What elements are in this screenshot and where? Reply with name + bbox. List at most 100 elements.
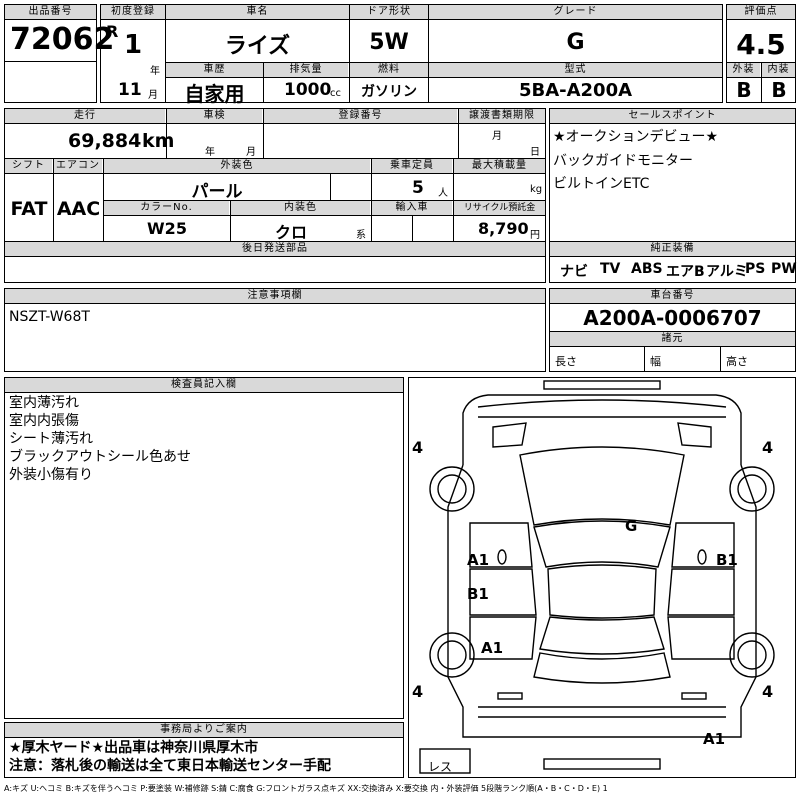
length-label: 長さ (555, 355, 577, 368)
equip-alloy: アルミ (706, 264, 748, 280)
equip-tv: TV (600, 261, 621, 277)
car-diagram (419, 380, 775, 774)
model-type: 5BA-A200A (518, 80, 633, 101)
height-label: 高さ (726, 355, 748, 368)
score: 4.5 (736, 28, 786, 61)
lot-number: 72062 (10, 22, 115, 57)
inspector-note-4: ブラックアウトシール色あせ (9, 449, 191, 465)
grade: G (566, 30, 585, 55)
exterior-score: B (736, 78, 752, 102)
transfer-month-unit: 月 (492, 131, 502, 142)
reg-month: 11 (118, 80, 142, 100)
model-type-header: 型式 (429, 63, 722, 77)
inspector-note-3: シート薄汚れ (9, 431, 93, 447)
aircon: AAC (56, 198, 101, 220)
lot-header: 出品番号 (5, 5, 96, 19)
interior-score: B (771, 78, 787, 102)
capacity: 5 (412, 178, 424, 198)
grade-header: グレード (429, 5, 722, 19)
history: 自家用 (184, 82, 245, 106)
mark-rear-bumper: A1 (703, 730, 726, 748)
month-unit: 月 (148, 90, 158, 101)
max-load-header: 最大積載量 (454, 159, 545, 173)
equip-abs: ABS (631, 261, 663, 277)
door-header: ドア形状 (350, 5, 428, 19)
aircon-header: エアコン (54, 159, 102, 173)
shift-header: シフト (5, 159, 52, 173)
ext-color-header: 外装色 (104, 159, 370, 173)
sales-point-1: ★オークションデビュー★ (553, 129, 719, 145)
shift: FAT (10, 198, 48, 220)
int-color-header: 内装色 (231, 201, 370, 215)
reg-no-header: 登録番号 (264, 109, 457, 123)
caution-box (4, 288, 546, 372)
caution-header: 注意事項欄 (5, 289, 545, 303)
interior-header: 内装 (762, 63, 795, 77)
detail-box (4, 108, 546, 283)
car-name: ライズ (224, 34, 291, 59)
recycle-unit: 円 (530, 230, 540, 241)
door-type: 5W (369, 30, 409, 55)
chassis-box (549, 288, 796, 372)
recycle-header: リサイクル預託金 (454, 201, 545, 215)
int-color-unit: 系 (356, 230, 366, 241)
office-note-2: 注意：落札後の輸送は全て東日本輸送センター手配 (9, 758, 331, 774)
main-info-box (100, 4, 723, 103)
office-note-1: ★厚木ヤード★出品車は神奈川県厚木市 (9, 740, 259, 756)
capacity-header: 乗車定員 (372, 159, 452, 173)
mileage: 69,884 (68, 130, 142, 152)
chassis-header: 車台番号 (550, 289, 795, 303)
max-load-unit: kg (530, 184, 543, 195)
inspection-header: 車検 (167, 109, 262, 123)
inspector-header: 検査員記入欄 (5, 378, 403, 392)
color-no-header: カラーNo. (104, 201, 229, 215)
inspector-note-2: 室内内張傷 (9, 413, 79, 429)
insp-month-unit: 月 (246, 147, 256, 158)
first-reg-header: 初度登録 (101, 5, 165, 19)
import-header: 輸入車 (372, 201, 452, 215)
car-diagram-box (408, 377, 796, 778)
equip-header: 純正装備 (550, 242, 795, 256)
equip-airbag: エアB (666, 264, 705, 280)
transfer-day-unit: 日 (530, 147, 540, 158)
sales-point-2: バックガイドモニター (553, 153, 693, 169)
ext-color: パール (191, 182, 243, 202)
mark-rear-left-door: B1 (467, 585, 489, 603)
inspector-box (4, 377, 404, 719)
sales-point-box (549, 108, 796, 283)
office-header: 事務局よりご案内 (5, 723, 403, 737)
car-name-header: 車名 (166, 5, 349, 19)
later-parts-header: 後日発送部品 (5, 242, 545, 256)
caution-text: NSZT-W68T (9, 309, 90, 325)
mark-windshield: G (625, 517, 638, 535)
mark-front-right-door: B1 (716, 551, 738, 569)
era: R (106, 22, 119, 41)
width-label: 幅 (650, 355, 661, 368)
tire-front-right: 4 (762, 438, 774, 457)
legend: A:キズ U:ヘコミ B:キズを伴うヘコミ P:要塗装 W:補修跡 S:錆 C:… (4, 784, 608, 793)
reg-year: 1 (124, 30, 143, 60)
fuel-header: 燃料 (350, 63, 428, 77)
specs-header: 諸元 (550, 332, 795, 346)
mileage-unit: km (142, 130, 175, 152)
inspector-note-1: 室内薄汚れ (9, 395, 79, 411)
year-unit: 年 (150, 66, 160, 77)
insp-year-unit: 年 (205, 147, 215, 158)
recycle-fee: 8,790 (478, 219, 529, 238)
transfer-header: 譲渡書類期限 (459, 109, 545, 123)
color-no: W25 (147, 219, 187, 238)
equip-navi: ナビ (560, 264, 588, 280)
lot-box (4, 4, 97, 103)
equip-pw: PW (771, 261, 797, 277)
tire-rear-left: 4 (412, 682, 424, 701)
sales-point-header: セールスポイント (550, 109, 795, 123)
displacement-header: 排気量 (264, 63, 348, 77)
chassis-number: A200A-0006707 (583, 306, 762, 330)
inspector-note-5: 外装小傷有り (9, 467, 93, 483)
mileage-header: 走行 (5, 109, 165, 123)
capacity-unit: 人 (438, 188, 448, 199)
displacement: 1000 (284, 80, 332, 100)
mark-rear-left-fender: A1 (481, 639, 504, 657)
int-color: クロ (274, 223, 307, 242)
tire-front-left: 4 (412, 438, 424, 457)
